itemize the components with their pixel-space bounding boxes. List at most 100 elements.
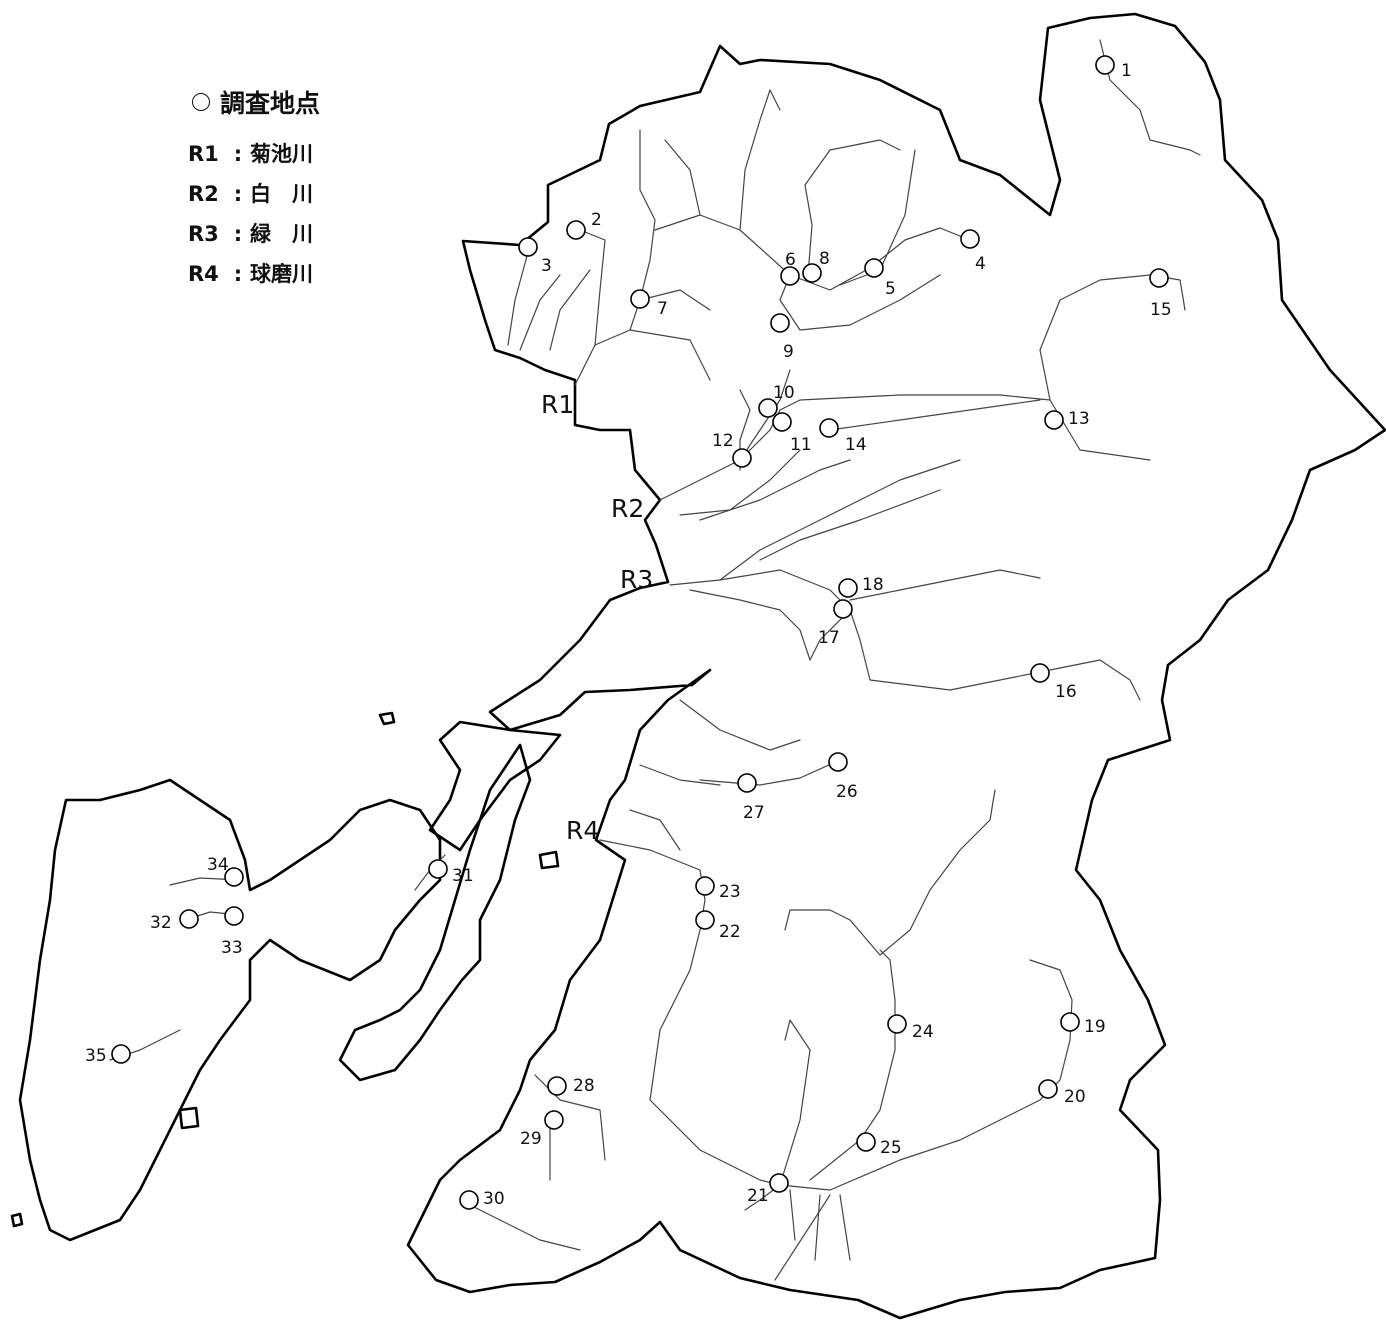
survey-site-label-33: 33 [221,938,243,958]
map-legend: 調査地点 R1:菊池川 R2:白 川 R3:緑 川 R4:球磨川 [188,84,320,302]
survey-site-marker-14 [819,418,839,438]
survey-site-marker-6 [780,266,800,286]
river-kikuchi-trib-3 [739,89,781,231]
river-midori-trib-3 [719,459,961,581]
survey-site-marker-35 [111,1044,131,1064]
river-upper-trib-4 [629,809,681,851]
survey-site-marker-4 [960,229,980,249]
survey-site-label-16: 16 [1055,682,1077,702]
survey-site-marker-7 [630,289,650,309]
river-kuma-trib-6 [789,1189,796,1241]
survey-site-marker-12 [732,448,752,468]
river-kikuchi-trib-5 [839,149,916,286]
amakusa-shimoshima-outline [18,778,442,1242]
river-midori-trib-4 [689,589,811,661]
legend-river-r3: R3:緑 川 [188,222,313,246]
legend-title: 調査地点 [188,84,320,120]
survey-site-marker-30 [459,1190,479,1210]
survey-site-label-21: 21 [747,1186,769,1206]
survey-site-marker-26 [828,752,848,772]
survey-site-label-32: 32 [150,913,172,933]
river-code-r2: R2 [611,494,644,523]
survey-site-label-29: 29 [520,1129,542,1149]
river-shira-trib-6 [829,399,1041,431]
survey-site-label-25: 25 [880,1138,902,1158]
uto-peninsula-outline [428,720,562,852]
survey-site-label-20: 20 [1064,1087,1086,1107]
survey-site-label-35: 35 [85,1046,107,1066]
survey-site-label-30: 30 [483,1189,505,1209]
survey-site-label-15: 15 [1150,300,1172,320]
survey-site-marker-8 [802,263,822,283]
islet-1 [378,711,396,726]
river-upper-trib-3 [639,764,721,786]
survey-site-marker-17 [833,599,853,619]
survey-site-label-10: 10 [773,383,795,403]
river-kikuchi-main [574,129,656,386]
survey-site-label-13: 13 [1068,409,1090,429]
survey-site-label-22: 22 [719,922,741,942]
survey-site-marker-29 [544,1110,564,1130]
mainland-outline [406,12,1386,1320]
survey-site-label-5: 5 [885,279,896,299]
survey-site-label-31: 31 [452,866,474,886]
survey-site-marker-25 [856,1132,876,1152]
river-kuma-trib-9 [774,1194,831,1281]
survey-site-label-14: 14 [845,435,867,455]
legend-symbol-label: 調査地点 [220,89,321,118]
survey-site-marker-23 [695,876,715,896]
survey-site-label-17: 17 [818,628,840,648]
survey-site-marker-15 [1149,268,1169,288]
river-shira-upper [1039,274,1186,401]
survey-site-marker-11 [772,412,792,432]
river-upper-trib-1 [679,699,801,751]
islet-3 [538,850,560,870]
amakusa-kamishima-outline [338,743,532,1082]
survey-site-label-24: 24 [912,1022,934,1042]
river-kikuchi-trib-9 [579,229,606,346]
survey-site-label-23: 23 [719,882,741,902]
legend-river-r2: R2:白 川 [188,182,313,206]
river-kikuchi-trib-12 [549,269,591,351]
river-kikuchi-trib-11 [519,274,561,351]
river-kikuchi-trib-6 [664,139,701,216]
survey-site-label-11: 11 [790,435,812,455]
survey-site-marker-2 [566,220,586,240]
legend-river-r4: R4:球磨川 [188,262,313,286]
survey-site-label-6: 6 [785,250,796,270]
river-code-r3: R3 [620,565,653,594]
survey-site-marker-19 [1060,1012,1080,1032]
survey-site-marker-3 [518,237,538,257]
river-midori-trib-2 [809,609,851,661]
survey-site-marker-16 [1030,663,1050,683]
river-kikuchi-trib-7 [639,289,711,311]
river-kuma-trib-1 [779,1019,811,1186]
river-code-r1: R1 [541,390,574,419]
legend-river-r1: R1:菊池川 [188,142,313,166]
survey-site-marker-31 [428,859,448,879]
river-shira-main [659,394,1051,501]
river-midori-trib-1 [849,569,1041,601]
river-kikuchi-trib-4 [804,139,901,276]
river-midori-trib-5 [759,489,941,561]
survey-site-marker-32 [179,909,199,929]
survey-site-marker-33 [224,906,244,926]
river-kuma-main [599,839,1073,1191]
survey-sites [111,55,1169,1210]
islet-4 [10,1212,24,1228]
survey-site-label-26: 26 [836,782,858,802]
survey-site-marker-27 [737,773,757,793]
river-shira-trib-1 [1049,399,1151,461]
survey-site-label-7: 7 [657,299,668,319]
river-kuma-trib-4 [879,789,996,956]
river-kuma-trib-7 [814,1194,821,1261]
survey-site-marker-10 [758,398,778,418]
survey-site-marker-28 [547,1076,567,1096]
river-upper-trib-2 [699,759,841,786]
survey-site-marker-1 [1095,55,1115,75]
survey-site-label-28: 28 [573,1076,595,1096]
river-west-1 [459,1199,581,1251]
survey-site-label-9: 9 [783,342,794,362]
